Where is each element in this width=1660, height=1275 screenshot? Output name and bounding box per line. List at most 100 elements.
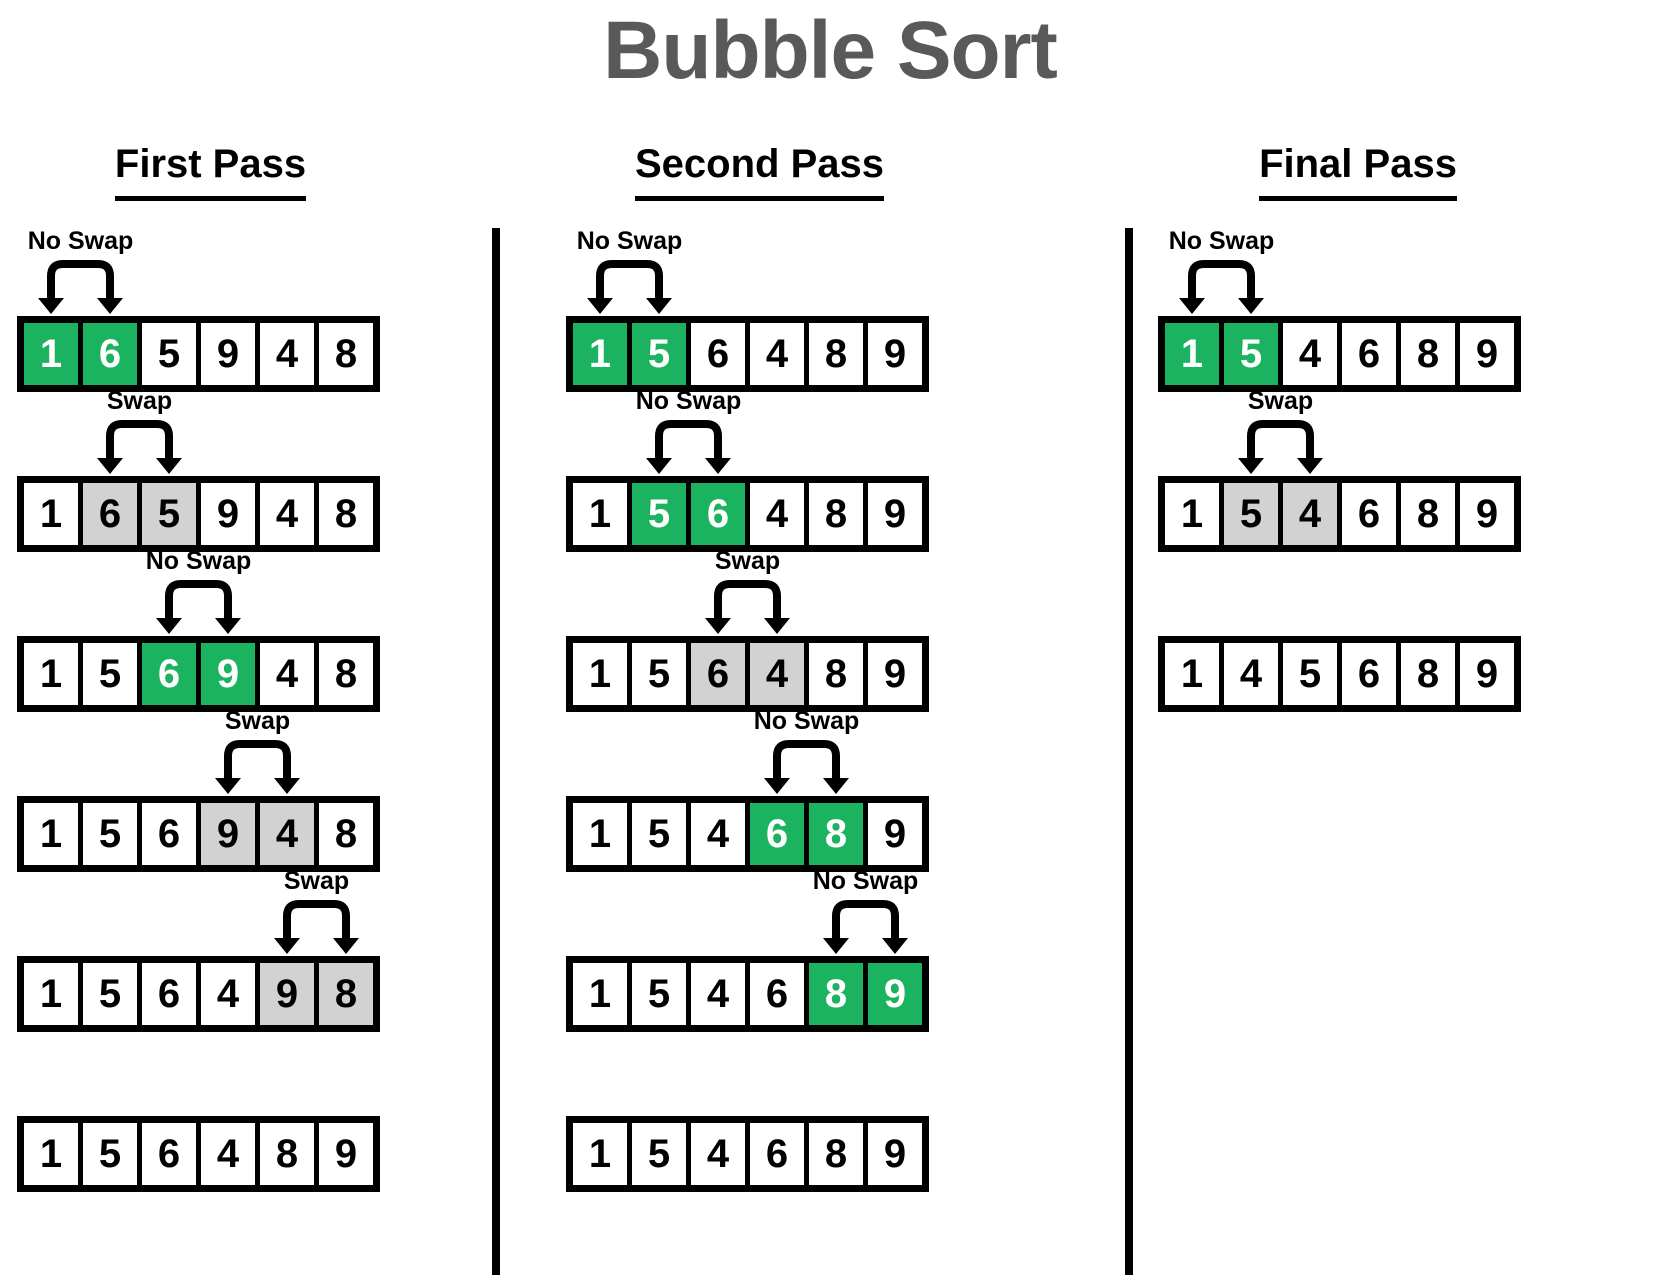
arrowhead-icon: [705, 618, 731, 634]
array-cell: 6: [1342, 323, 1396, 385]
arrowhead-icon: [764, 778, 790, 794]
pass-heading-wrap: Final Pass: [1158, 140, 1558, 210]
connector-label: No Swap: [812, 867, 919, 895]
column-divider-2: [1125, 228, 1133, 1275]
pass-heading: Final Pass: [1259, 140, 1457, 201]
array-cell: 1: [573, 483, 627, 545]
pass-heading: Second Pass: [634, 140, 884, 201]
array-cell: 9: [868, 1123, 922, 1185]
array-cell: 6: [142, 1123, 196, 1185]
connector-label: Swap: [714, 547, 781, 575]
array-cell: 6: [1342, 483, 1396, 545]
arrowhead-icon: [646, 458, 672, 474]
arrowhead-icon: [823, 778, 849, 794]
array-cell: 4: [201, 1123, 255, 1185]
array-cell: 1: [24, 323, 78, 385]
array-cell: 5: [632, 803, 686, 865]
array-cell: 1: [573, 643, 627, 705]
array-cell: 1: [1165, 483, 1219, 545]
array-cell: 9: [201, 643, 255, 705]
array-cell: 6: [750, 803, 804, 865]
comparison-connector: No Swap: [1152, 227, 1291, 316]
array-cell: 6: [142, 963, 196, 1025]
arrowhead-icon: [1238, 298, 1264, 314]
array-cell: 8: [809, 643, 863, 705]
connector-label: No Swap: [27, 227, 134, 255]
connector-bracket-icon: [587, 260, 672, 314]
arrowhead-icon: [38, 298, 64, 314]
array-cell: 9: [868, 323, 922, 385]
array-cell: 5: [632, 1123, 686, 1185]
array-cell: 9: [868, 803, 922, 865]
array-cell: 6: [691, 483, 745, 545]
arrowhead-icon: [156, 458, 182, 474]
array-cell: 9: [319, 1123, 373, 1185]
array-cell: 5: [83, 803, 137, 865]
array-cell: 4: [691, 1123, 745, 1185]
connector-label: No Swap: [635, 387, 742, 415]
array-cell: 9: [201, 803, 255, 865]
arrowhead-icon: [333, 938, 359, 954]
arrowhead-icon: [1238, 458, 1264, 474]
array-cell: 4: [201, 963, 255, 1025]
array-cell: 4: [260, 803, 314, 865]
array-cell: 8: [809, 323, 863, 385]
connector-bracket-icon: [274, 900, 359, 954]
array-cell: 6: [691, 323, 745, 385]
comparison-connector: Swap: [1211, 387, 1350, 476]
arrowhead-icon: [274, 778, 300, 794]
array-cell: 6: [691, 643, 745, 705]
array-cell: 4: [260, 483, 314, 545]
comparison-connector: Swap: [678, 547, 817, 636]
array-cell: 5: [142, 483, 196, 545]
arrowhead-icon: [1297, 458, 1323, 474]
connector-label: No Swap: [753, 707, 860, 735]
array-cell: 1: [24, 963, 78, 1025]
connector-bracket-icon: [1238, 420, 1323, 474]
array-cell: 9: [1460, 323, 1514, 385]
array-cell: 6: [142, 803, 196, 865]
arrowhead-icon: [1179, 298, 1205, 314]
array-cell: 8: [260, 1123, 314, 1185]
array-cell: 4: [750, 323, 804, 385]
comparison-connector: No Swap: [737, 707, 876, 796]
connector-bracket-icon: [97, 420, 182, 474]
array-cell: 8: [1401, 643, 1455, 705]
array-cell: 4: [691, 803, 745, 865]
array-cell: 8: [319, 963, 373, 1025]
connector-label: Swap: [1247, 387, 1314, 415]
array-cell: 1: [1165, 643, 1219, 705]
array-cell: 9: [1460, 643, 1514, 705]
array-cell: 4: [691, 963, 745, 1025]
connector-label: Swap: [224, 707, 291, 735]
pass-heading: First Pass: [114, 140, 307, 201]
array-cell: 9: [868, 643, 922, 705]
arrowhead-icon: [97, 298, 123, 314]
array-cell: 6: [83, 323, 137, 385]
array-cell: 4: [1224, 643, 1278, 705]
array-cell: 8: [319, 483, 373, 545]
comparison-connector: No Swap: [11, 227, 150, 316]
array-cell: 1: [24, 483, 78, 545]
connector-bracket-icon: [646, 420, 731, 474]
